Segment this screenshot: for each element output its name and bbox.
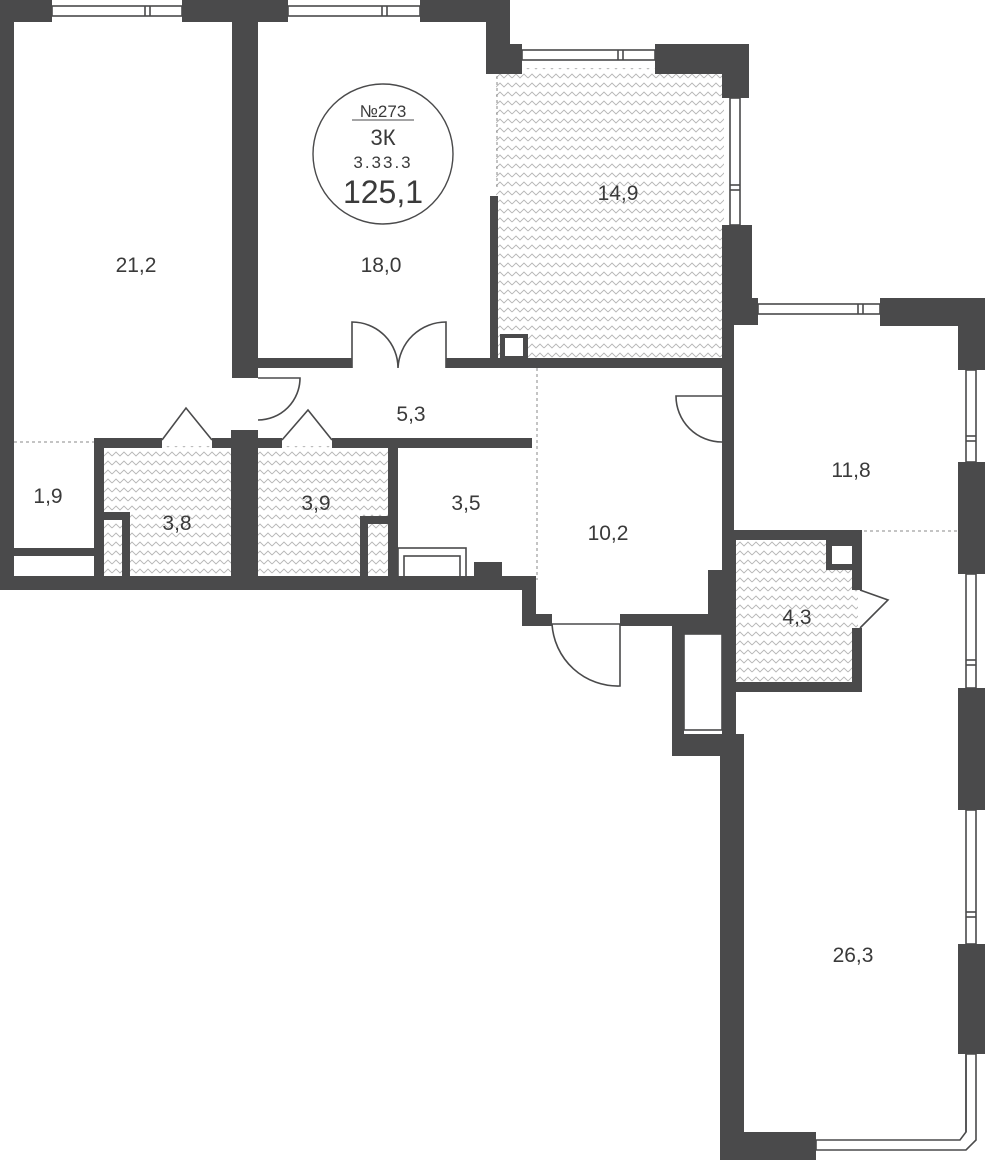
- door-kitchen: [675, 395, 723, 443]
- room-area-bathroom-2: 3,9: [301, 492, 330, 515]
- wet-zone-bathroom-top: [496, 68, 724, 360]
- apartment-total-area: 125,1: [343, 174, 423, 210]
- apartment-type: 3К: [370, 125, 395, 150]
- doors: [161, 321, 890, 687]
- window-bedroom-middle: [287, 5, 421, 17]
- apartment-number: №273: [360, 102, 407, 121]
- apartment-section: 3.33.3: [353, 153, 412, 172]
- window-bathroom-top: [521, 49, 656, 61]
- room-area-living-room: 26,3: [833, 944, 874, 967]
- window-living-2: [965, 809, 977, 945]
- window-bathroom-side: [729, 97, 741, 226]
- door-wc: [859, 589, 890, 629]
- window-kitchen-right: [965, 369, 977, 463]
- room-area-laundry: 3,5: [451, 492, 480, 515]
- window-living-corner: [815, 1053, 977, 1151]
- room-area-bedroom-middle: 18,0: [361, 254, 402, 277]
- windows: [51, 5, 977, 1151]
- door-bedroom-left: [257, 377, 301, 421]
- room-area-bathroom-top: 14,9: [598, 182, 639, 205]
- room-labels: 21,2 18,0 14,9 5,3 1,9 3,8 3,9 3,5 10,2 …: [33, 182, 873, 967]
- window-bedroom-left: [51, 5, 183, 17]
- window-living-1: [965, 573, 977, 689]
- room-area-niche: 1,9: [33, 485, 62, 508]
- room-area-hall: 10,2: [588, 522, 629, 545]
- room-area-kitchen: 11,8: [831, 459, 870, 482]
- zone-separators: [14, 70, 958, 580]
- door-entrance: [551, 623, 621, 687]
- apartment-badge: №273 3К 3.33.3 125,1: [312, 83, 454, 225]
- wet-zones: [103, 68, 858, 684]
- room-area-bathroom-1: 3,8: [162, 512, 191, 535]
- door-bedroom-middle: [351, 321, 447, 369]
- room-area-corridor: 5,3: [396, 403, 425, 426]
- room-area-wc: 4,3: [782, 606, 811, 629]
- door-bathroom-2: [281, 408, 333, 441]
- room-area-bedroom-left: 21,2: [116, 254, 157, 277]
- window-kitchen-top: [757, 303, 881, 315]
- door-bathroom-1: [161, 406, 213, 441]
